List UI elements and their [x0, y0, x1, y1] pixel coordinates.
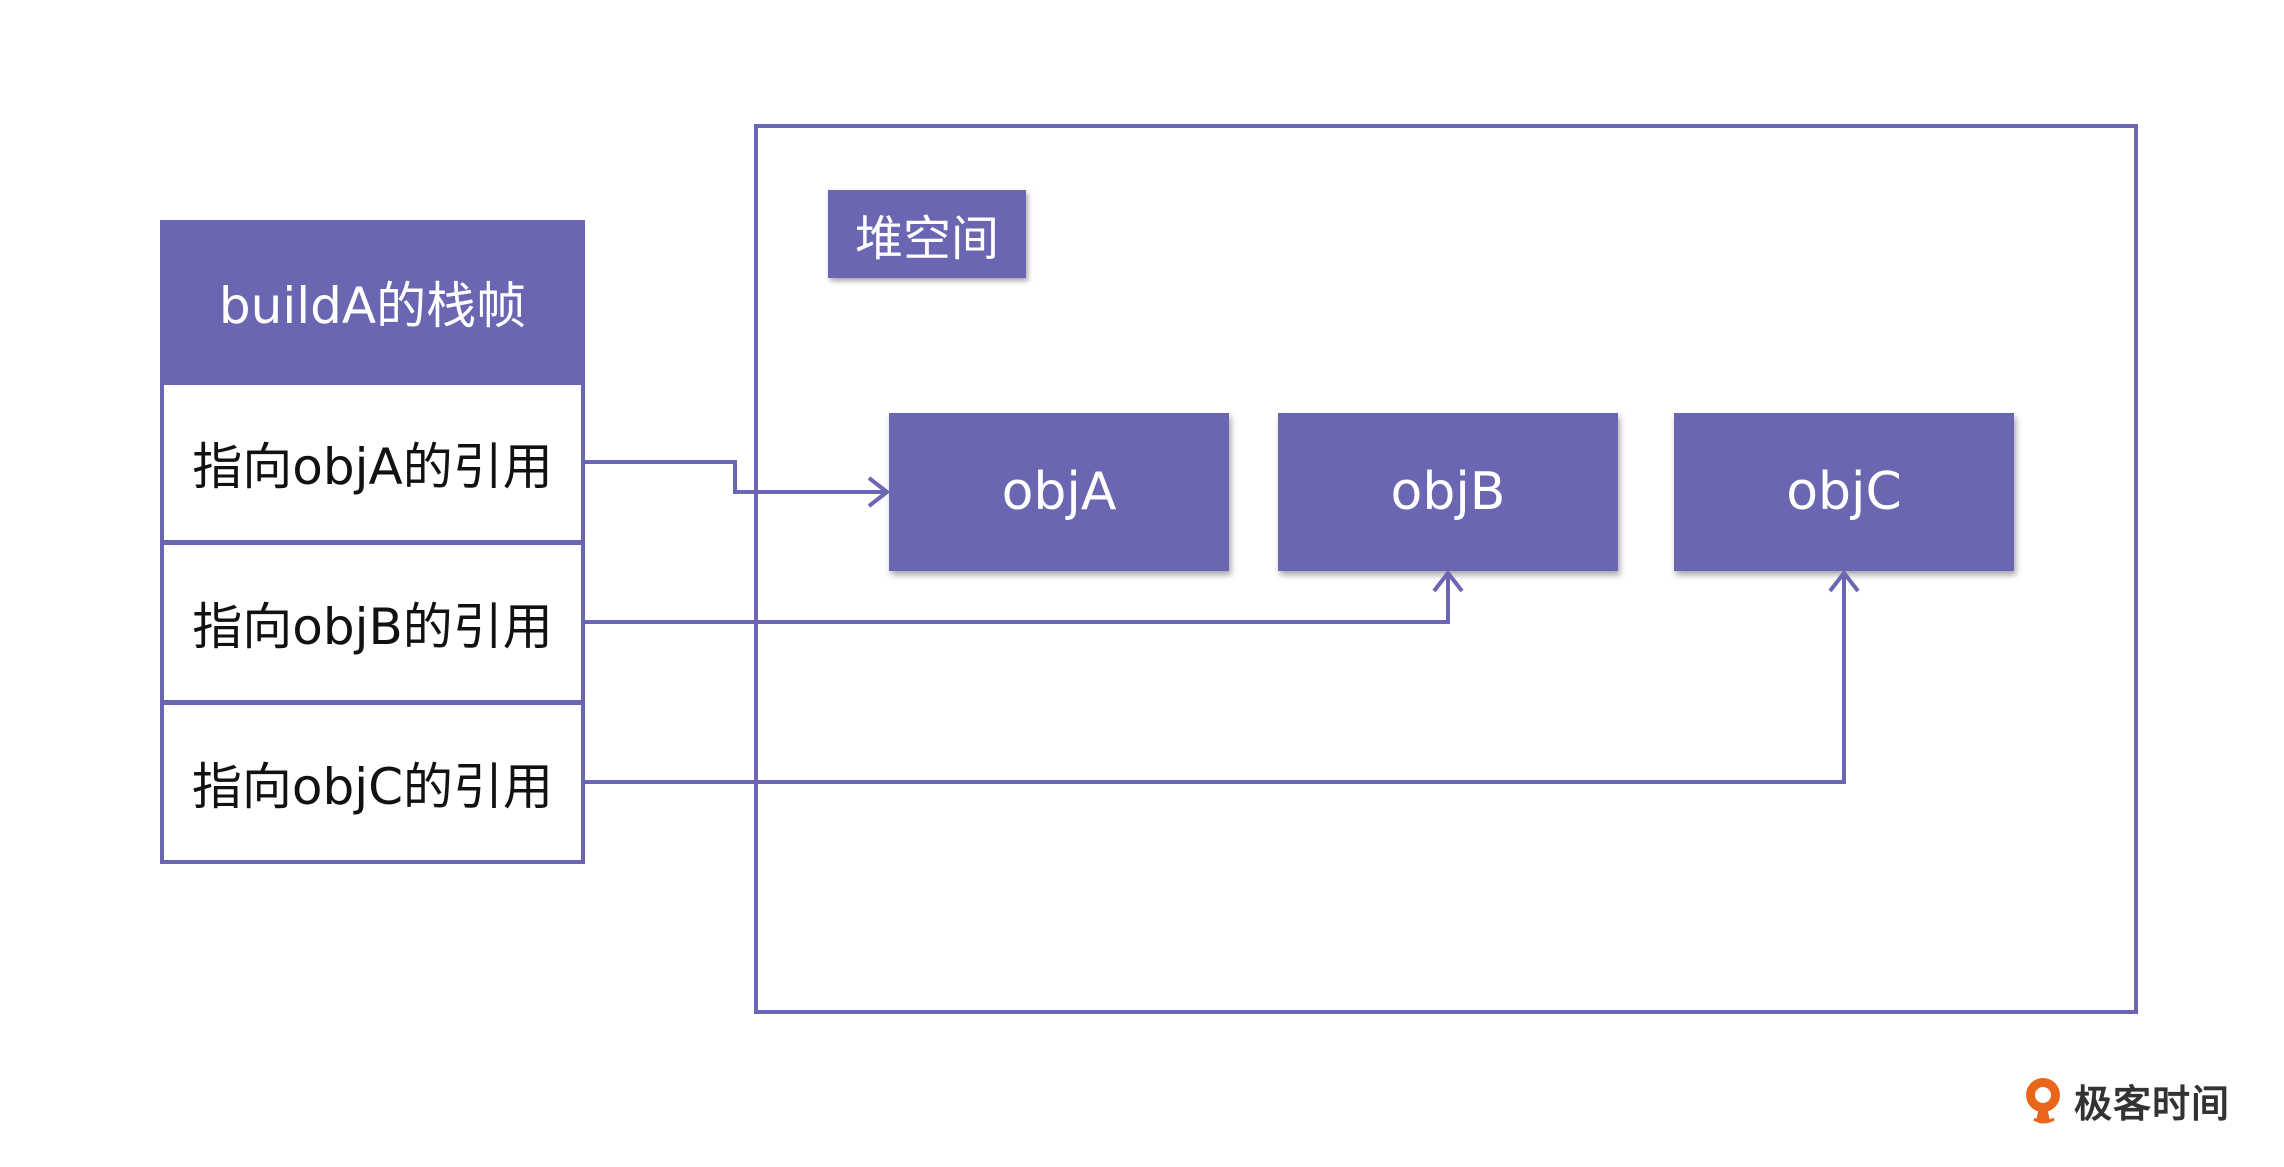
arrow-to-objC	[585, 575, 1846, 784]
brand-logo: 极客时间	[2022, 1070, 2242, 1130]
brand-logo-text: 极客时间	[2074, 1081, 2231, 1126]
stack-frame-row-objC: 指向objC的引用	[160, 701, 585, 864]
arrow-to-objB	[585, 575, 1450, 624]
heap-object-objA: objA	[889, 413, 1229, 571]
heap-object-objC: objC	[1674, 413, 2014, 571]
geektime-logo-icon	[2026, 1078, 2060, 1124]
stack-frame-row-objA: 指向objA的引用	[160, 381, 585, 544]
stack-frame-title: buildA的栈帧	[160, 220, 585, 384]
arrow-to-objA	[585, 460, 885, 494]
arrowhead-objC	[1828, 569, 1860, 593]
heap-space-label: 堆空间	[828, 190, 1026, 278]
arrowhead-objB	[1432, 569, 1464, 593]
heap-object-objB: objB	[1278, 413, 1618, 571]
arrowhead-objA	[867, 476, 891, 508]
